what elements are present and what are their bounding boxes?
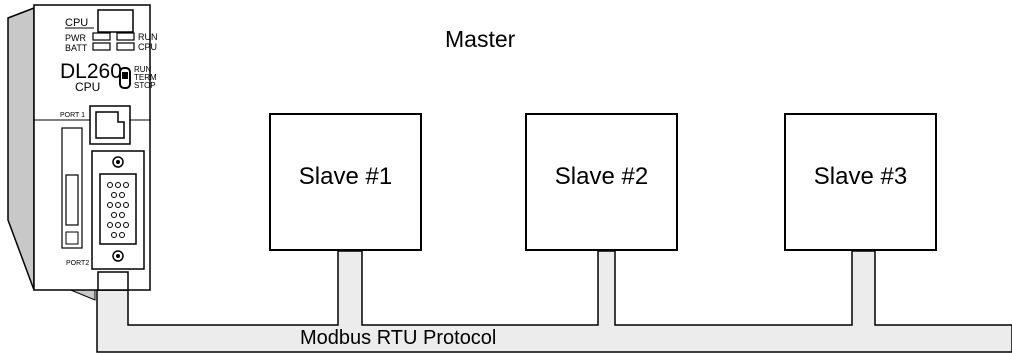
port1-label: PORT 1 <box>60 112 85 119</box>
slave-label: Slave #3 <box>813 163 908 190</box>
cpu-led <box>116 42 135 51</box>
slave-device-2: Slave #2 <box>525 113 678 251</box>
port2-screw-top-center <box>116 160 120 164</box>
pwr-label: PWR <box>65 33 86 43</box>
port2-screw-bottom-center <box>116 254 120 258</box>
bus-cable <box>96 250 1012 353</box>
pwr-led <box>92 32 111 41</box>
cpu-led-label: CPU <box>138 42 157 52</box>
memory-slot-tab <box>65 231 79 245</box>
plc-display <box>97 9 134 33</box>
cpu-label: CPU <box>65 17 88 29</box>
switch-stop-label: STOP <box>134 81 156 90</box>
slave-label: Slave #2 <box>554 163 649 190</box>
switch-term-label: TERM <box>134 73 157 82</box>
port1-socket <box>95 111 125 139</box>
batt-led <box>92 42 111 51</box>
memory-slot <box>65 174 79 226</box>
master-label: Master <box>445 26 516 52</box>
mode-switch-knob <box>122 72 128 79</box>
port2-label: PORT2 <box>66 260 89 267</box>
run-led-label: RUN <box>138 32 158 42</box>
plc-model-sub: CPU <box>75 80 100 94</box>
port2-pins <box>107 182 129 238</box>
switch-run-label: RUN <box>134 65 152 74</box>
slave-label: Slave #1 <box>298 163 393 190</box>
batt-label: BATT <box>65 43 88 53</box>
run-led <box>116 32 135 41</box>
slave-device-3: Slave #3 <box>784 113 937 251</box>
bus-plug <box>97 271 129 291</box>
plc-model: DL260 <box>60 60 122 83</box>
slave-device-1: Slave #1 <box>269 113 422 251</box>
protocol-label: Modbus RTU Protocol <box>300 327 497 349</box>
plc-side-panel <box>7 6 35 291</box>
